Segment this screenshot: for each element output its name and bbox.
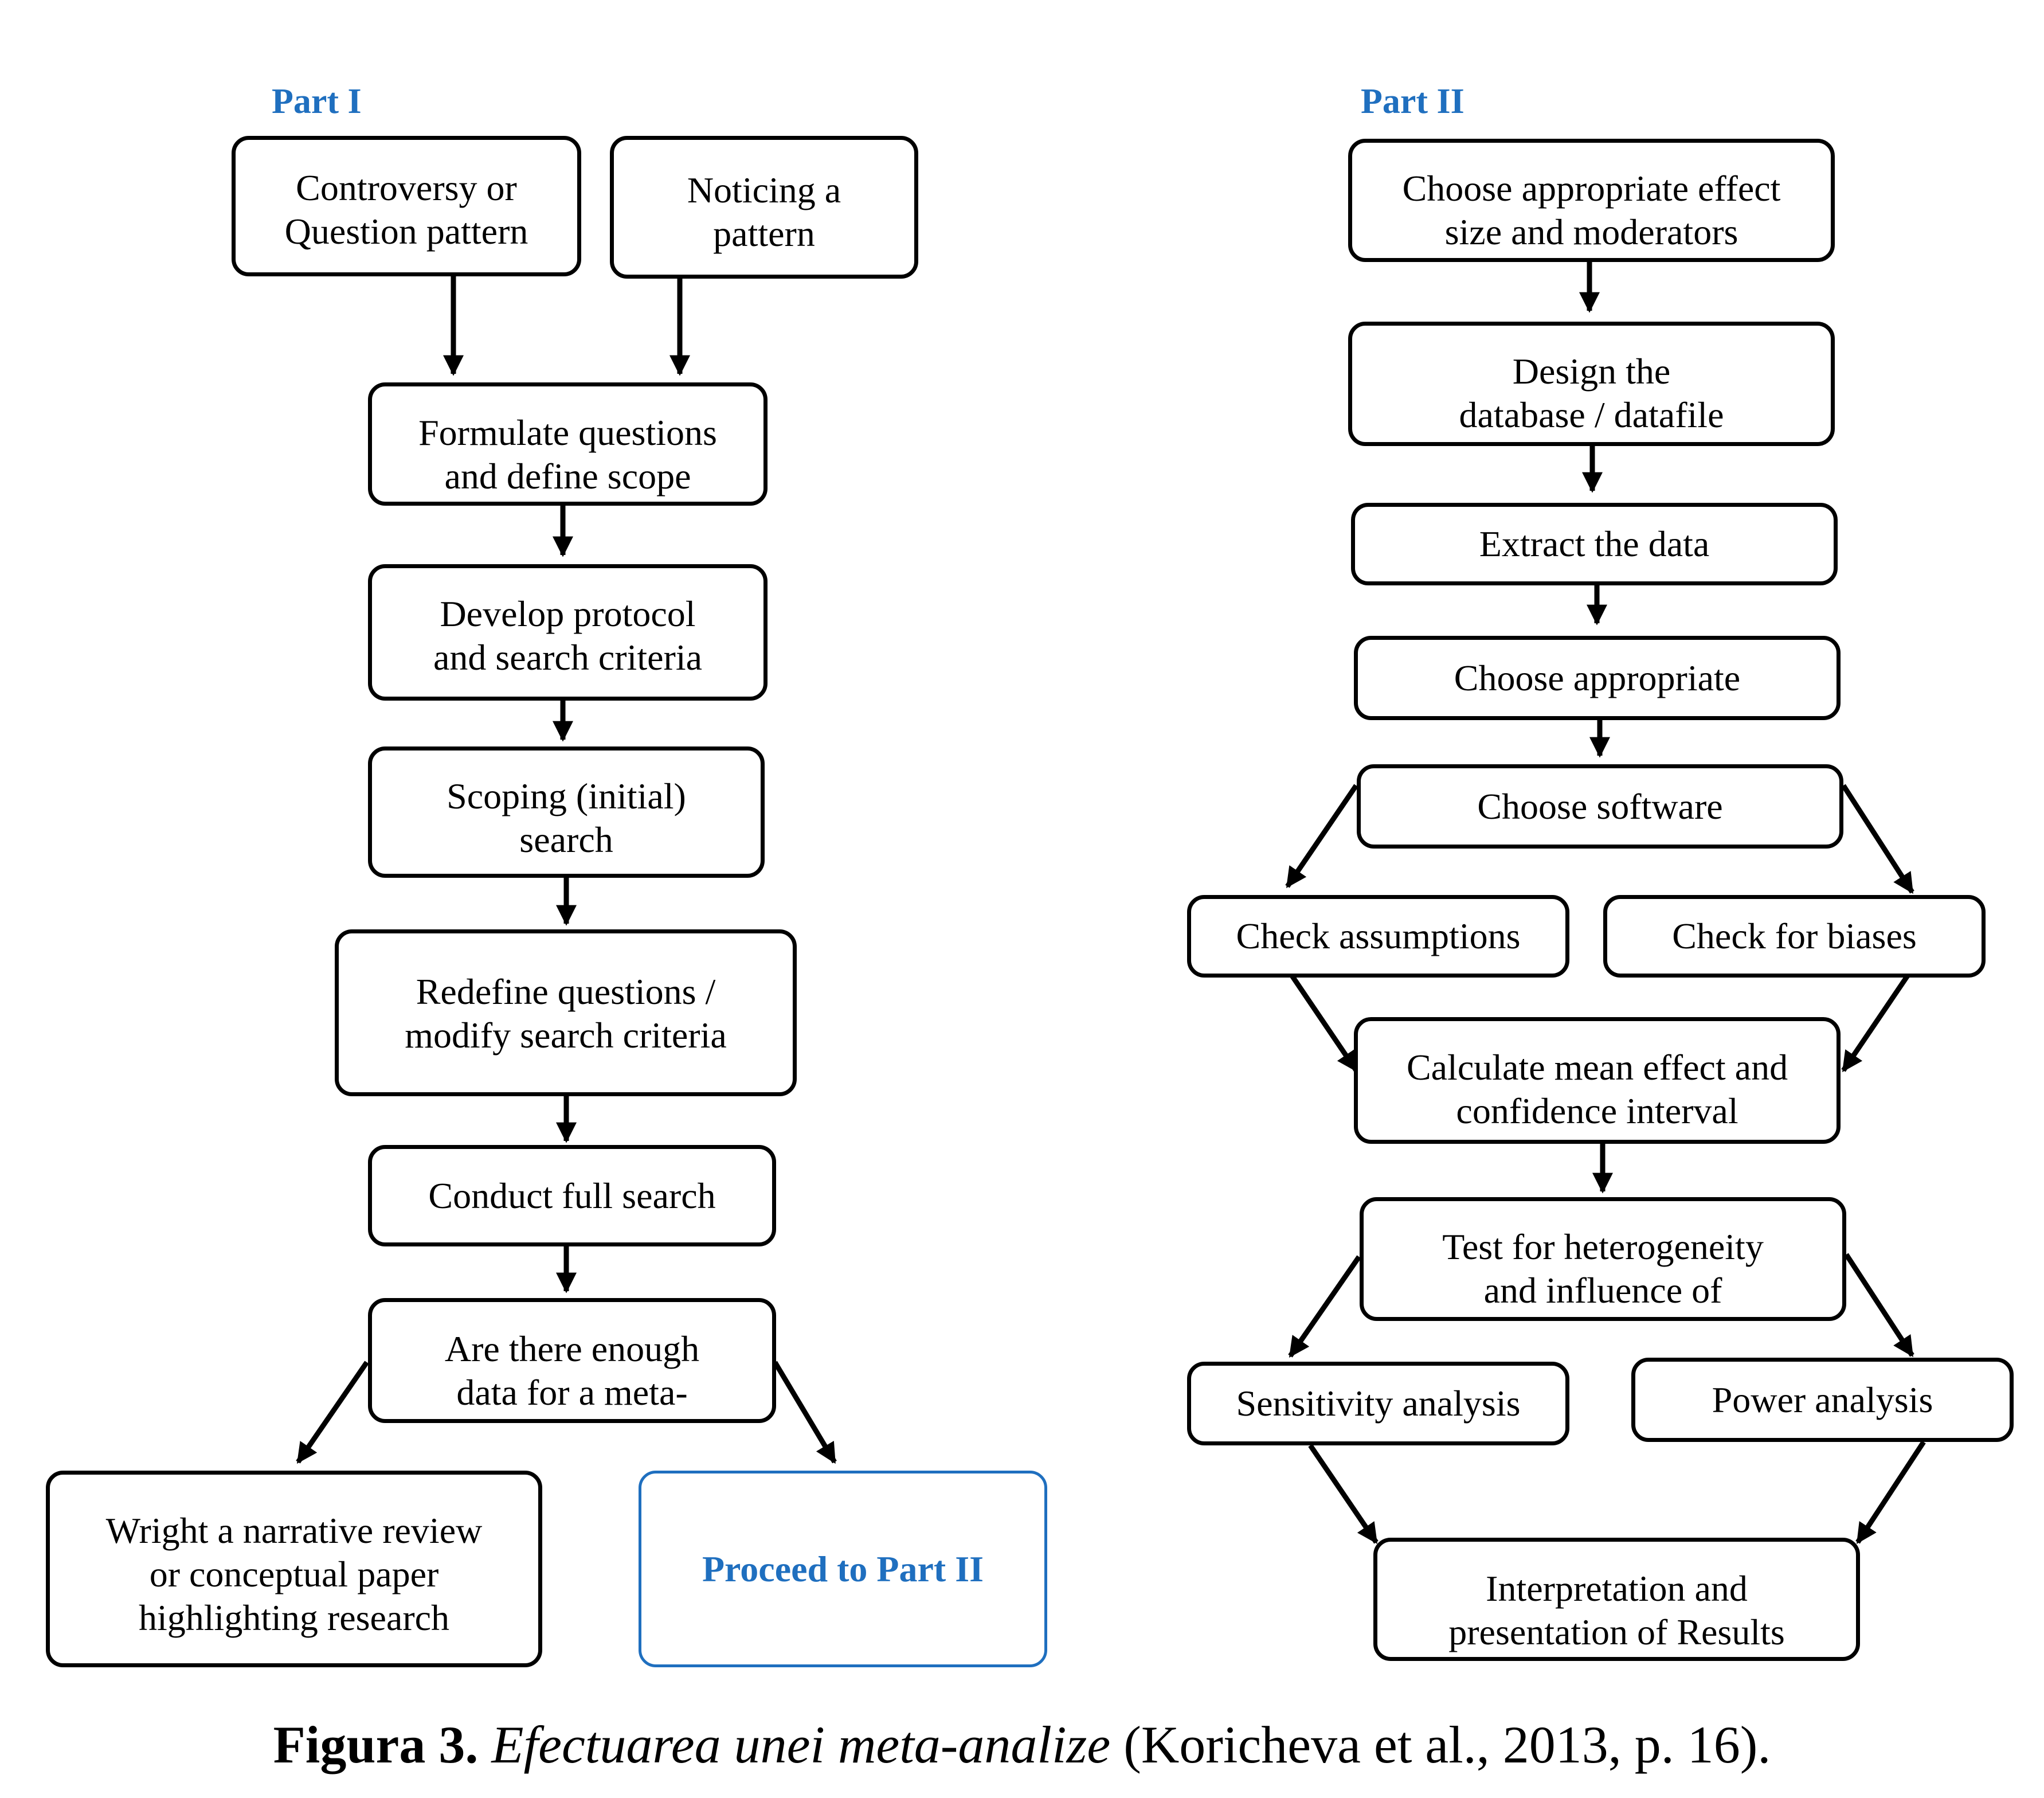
caption-figure-number: Figura 3. xyxy=(273,1715,479,1774)
choose-appropriate-box: Choose appropriate xyxy=(1354,636,1841,720)
conduct-full-search-box: Conduct full search xyxy=(368,1145,776,1246)
interpretation-line-2: presentation of Results xyxy=(1448,1612,1785,1652)
software-line-1: Choose software xyxy=(1477,785,1723,827)
figure-caption: Figura 3. Efectuarea unei meta-analize (… xyxy=(0,1714,2044,1775)
biases-line-1: Check for biases xyxy=(1672,916,1917,956)
heterogeneity-line-1: Test for heterogeneity xyxy=(1442,1226,1764,1267)
develop-line-2: and search criteria xyxy=(433,637,703,678)
scoping-search-box: Scoping (initial) search xyxy=(368,746,765,878)
noticing-line-2: pattern xyxy=(713,213,815,254)
enough-line-1: Are there enough xyxy=(444,1328,700,1369)
controversy-line-2: Question pattern xyxy=(284,211,528,252)
extract-data-box: Extract the data xyxy=(1351,503,1838,585)
check-assumptions-box: Check assumptions xyxy=(1187,895,1569,978)
proceed-line-1: Proceed to Part II xyxy=(702,1548,984,1589)
arrow-power-to-interpretation xyxy=(1855,1440,1926,1545)
narrative-line-2: or conceptual paper xyxy=(149,1554,439,1594)
narrative-line-1: Wright a narrative review xyxy=(105,1510,483,1551)
choose-software-box: Choose software xyxy=(1357,764,1843,849)
mean-effect-line-2: confidence interval xyxy=(1456,1090,1738,1131)
arrow-software-to-assumptions xyxy=(1285,784,1358,888)
narrative-line-3: highlighting research xyxy=(138,1597,450,1638)
arrow-software-to-biases xyxy=(1841,784,1914,894)
redefine-questions-box: Redefine questions / modify search crite… xyxy=(335,929,797,1096)
controversy-line-1: Controversy or xyxy=(296,167,517,208)
assumptions-line-1: Check assumptions xyxy=(1236,916,1521,956)
caption-title: Efectuarea unei meta-analize xyxy=(491,1715,1111,1774)
heterogeneity-line-2: and influence of xyxy=(1483,1270,1722,1311)
effect-size-line-1: Choose appropriate effect xyxy=(1402,168,1781,209)
extract-line-1: Extract the data xyxy=(1479,523,1710,564)
develop-protocol-box: Develop protocol and search criteria xyxy=(368,564,768,701)
arrow-enough-to-narrative xyxy=(296,1361,369,1464)
interpretation-box: Interpretation and presentation of Resul… xyxy=(1373,1538,1860,1661)
proceed-to-part-two-box: Proceed to Part II xyxy=(639,1471,1047,1667)
enough-line-2: data for a meta- xyxy=(456,1372,688,1413)
formulate-line-1: Formulate questions xyxy=(418,412,717,453)
scoping-line-2: search xyxy=(519,819,613,860)
part-two-label: Part II xyxy=(1361,82,1465,121)
mean-effect-box: Calculate mean effect and confidence int… xyxy=(1354,1017,1841,1144)
effect-size-box: Choose appropriate effect size and moder… xyxy=(1348,139,1835,262)
narrative-review-box: Wright a narrative review or conceptual … xyxy=(46,1471,542,1667)
redefine-line-1: Redefine questions / xyxy=(416,971,716,1012)
heterogeneity-box: Test for heterogeneity and influence of xyxy=(1360,1197,1846,1321)
sensitivity-analysis-box: Sensitivity analysis xyxy=(1187,1362,1569,1445)
arrow-heterogeneity-to-sensitivity xyxy=(1288,1255,1361,1358)
check-biases-box: Check for biases xyxy=(1603,895,1986,978)
choose-appropriate-line-1: Choose appropriate xyxy=(1454,657,1741,698)
arrow-assumptions-to-mean xyxy=(1285,967,1358,1072)
arrow-sensitivity-to-interpretation xyxy=(1308,1444,1379,1544)
design-database-box: Design the database / datafile xyxy=(1348,322,1835,446)
arrow-enough-to-proceed xyxy=(773,1361,837,1464)
caption-citation: (Koricheva et al., 2013, p. 16). xyxy=(1123,1715,1771,1774)
scoping-line-1: Scoping (initial) xyxy=(447,776,686,816)
design-line-1: Design the xyxy=(1512,351,1671,392)
noticing-line-1: Noticing a xyxy=(687,170,841,210)
formulate-questions-box: Formulate questions and define scope xyxy=(368,382,768,506)
effect-size-line-2: size and moderators xyxy=(1444,212,1738,252)
sensitivity-line-1: Sensitivity analysis xyxy=(1236,1383,1521,1424)
power-analysis-box: Power analysis xyxy=(1631,1358,2014,1442)
develop-line-1: Develop protocol xyxy=(440,593,696,634)
controversy-box: Controversy or Question pattern xyxy=(232,136,581,276)
mean-effect-line-1: Calculate mean effect and xyxy=(1406,1047,1788,1088)
enough-data-question-box: Are there enough data for a meta- xyxy=(368,1298,776,1423)
arrow-biases-to-mean xyxy=(1841,967,1914,1072)
part-one-label: Part I xyxy=(272,82,362,121)
arrow-heterogeneity-to-power xyxy=(1844,1253,1914,1358)
noticing-pattern-box: Noticing a pattern xyxy=(610,136,918,279)
interpretation-line-1: Interpretation and xyxy=(1486,1568,1748,1609)
redefine-line-2: modify search criteria xyxy=(405,1015,727,1056)
formulate-line-2: and define scope xyxy=(444,456,691,497)
design-line-2: database / datafile xyxy=(1459,394,1724,435)
power-line-1: Power analysis xyxy=(1712,1379,1933,1420)
conduct-line-1: Conduct full search xyxy=(428,1175,716,1216)
